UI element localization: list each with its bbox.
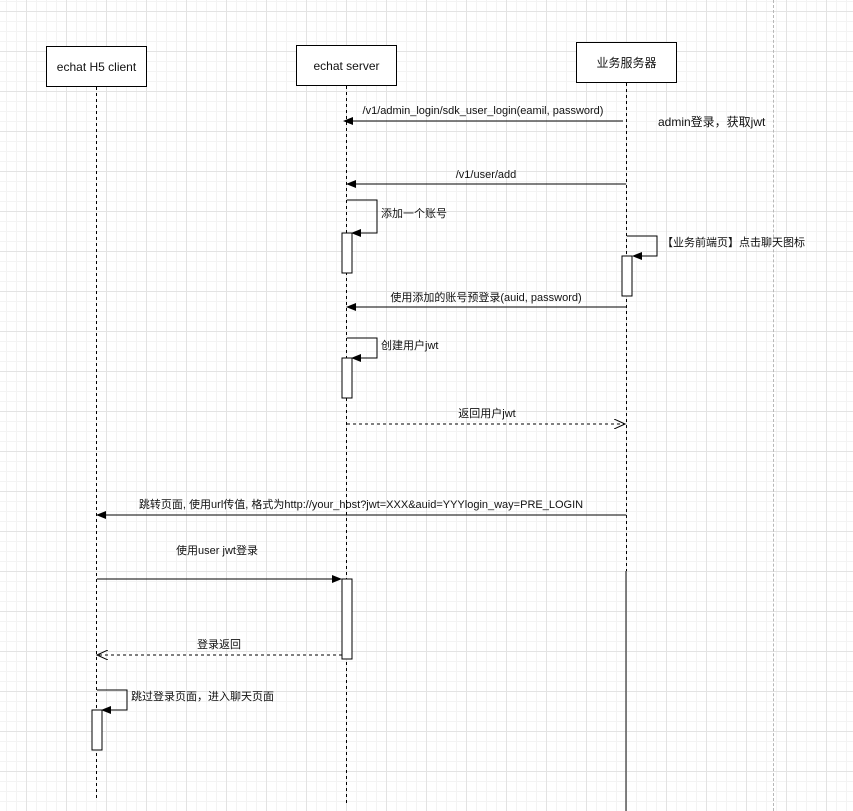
self-message-click-chat-icon[interactable]	[627, 235, 658, 260]
message-label-return-jwt: 返回用户jwt	[458, 408, 516, 420]
message-label-pre-login: 使用添加的账号预登录(auid, password)	[390, 292, 582, 304]
self-message-skip-login[interactable]	[97, 689, 128, 714]
message-label-login-return: 登录返回	[197, 639, 241, 651]
message-label-user-add: /v1/user/add	[455, 169, 517, 181]
participant-business-server[interactable]: 业务服务器	[576, 42, 677, 83]
message-label-add-account: 添加一个账号	[381, 208, 447, 220]
participant-echat-server[interactable]: echat server	[296, 45, 397, 86]
participant-echat-h5-client[interactable]: echat H5 client	[46, 46, 147, 87]
activation-server-3	[341, 578, 353, 660]
page-break-line	[773, 0, 774, 811]
activation-biz-1	[621, 255, 633, 297]
activation-server-1	[341, 232, 353, 274]
activation-server-2	[341, 357, 353, 399]
participant-label: 业务服务器	[596, 56, 657, 70]
message-label-create-jwt: 创建用户jwt	[381, 340, 439, 352]
participant-label: echat server	[313, 58, 380, 73]
message-label-admin-login: /v1/admin_login/sdk_user_login(eamil, pa…	[362, 105, 604, 117]
participant-label: echat H5 client	[56, 59, 137, 74]
message-label-redirect: 跳转页面, 使用url传值, 格式为http://your_host?jwt=X…	[138, 499, 584, 511]
message-label-login-jwt: 使用user jwt登录	[176, 545, 258, 557]
self-message-add-account[interactable]	[347, 199, 378, 237]
self-message-create-jwt[interactable]	[347, 337, 378, 362]
message-label-click-chat-icon: 【业务前端页】点击聊天图标	[662, 237, 805, 249]
note-admin-login: admin登录，获取jwt	[658, 115, 766, 129]
activation-client-1	[91, 709, 103, 751]
message-label-skip-login: 跳过登录页面，进入聊天页面	[131, 691, 274, 703]
